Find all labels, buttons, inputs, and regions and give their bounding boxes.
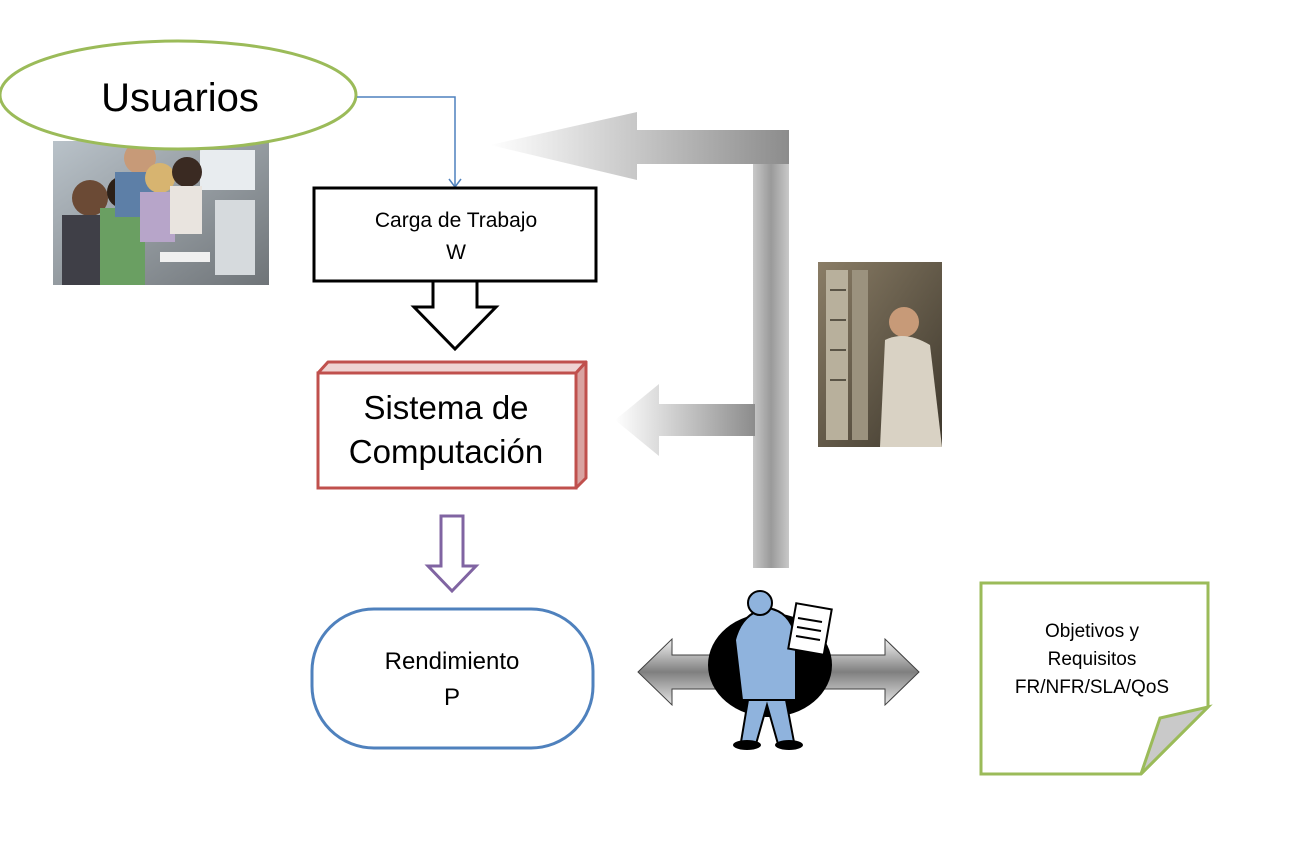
feedback-arrow-top [490, 112, 789, 180]
objectives-label: Objetivos y Requisitos FR/NFR/SLA/QoS [983, 618, 1201, 702]
system-box [316, 360, 588, 490]
feedback-arrow-system [615, 384, 755, 456]
users-ellipse [0, 39, 358, 151]
inspector-figure [708, 590, 833, 750]
performance-title: Rendimiento [384, 648, 520, 675]
objectives-line3: FR/NFR/SLA/QoS [1014, 677, 1170, 698]
users-photo [53, 141, 269, 285]
performance-symbol: P [443, 684, 460, 711]
workload-symbol: W [446, 241, 466, 264]
server-photo [818, 262, 942, 447]
users-label-text: Usuarios [101, 76, 259, 120]
system-to-performance-arrow [424, 514, 480, 594]
system-label: Sistema de Computación [318, 386, 574, 474]
users-label: Usuarios [30, 72, 330, 124]
performance-box [310, 607, 595, 750]
objectives-line1: Objetivos y [1045, 621, 1139, 642]
workload-box [312, 186, 598, 283]
objectives-line2: Requisitos [1047, 649, 1137, 670]
performance-label: Rendimiento P [312, 644, 592, 716]
workload-label: Carga de Trabajo W [316, 205, 596, 269]
objectives-note [979, 581, 1213, 776]
feedback-vertical-bar [753, 130, 789, 568]
system-label-line1: Sistema de [363, 389, 529, 426]
workload-down-arrow [410, 279, 500, 352]
system-label-line2: Computación [348, 433, 544, 470]
users-connector-line [357, 96, 456, 186]
workload-title: Carga de Trabajo [374, 209, 538, 232]
